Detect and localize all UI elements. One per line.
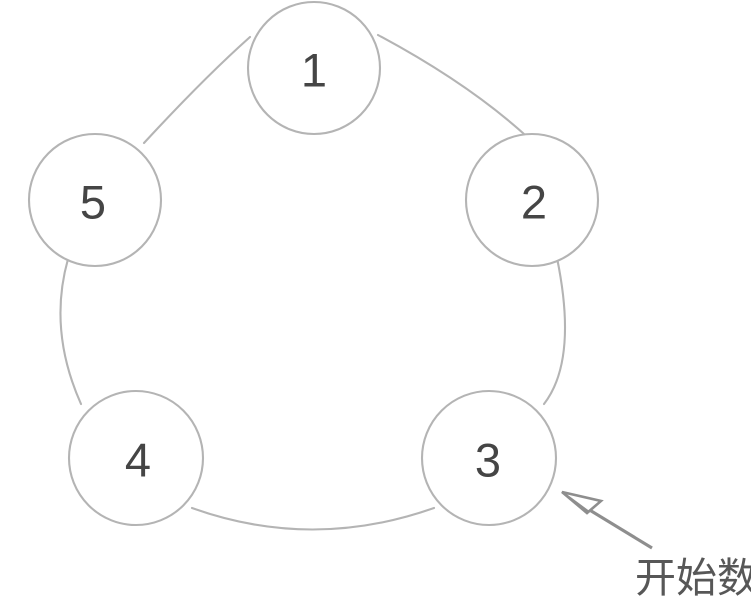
node-1[interactable]: 1 xyxy=(246,0,382,136)
node-3-label: 3 xyxy=(475,434,501,487)
node-1-circle[interactable] xyxy=(246,0,382,136)
node-4-circle[interactable] xyxy=(67,389,205,527)
node-2-label: 2 xyxy=(521,176,547,229)
start-annotation-label: 开始数 xyxy=(635,554,751,602)
link-4-5-arc xyxy=(59,257,83,406)
node-1-label: 1 xyxy=(301,44,327,97)
node-4[interactable]: 4 xyxy=(67,389,205,527)
node-3-circle[interactable] xyxy=(420,389,558,527)
arrow-head-crease xyxy=(561,491,590,513)
link-3-4-arc xyxy=(190,506,436,531)
node-5-label: 5 xyxy=(80,176,106,229)
link-group xyxy=(59,33,567,531)
node-3[interactable]: 3 xyxy=(420,389,558,527)
node-2-circle[interactable] xyxy=(464,132,600,268)
start-pointer-arrow xyxy=(561,490,653,550)
link-1-2-arc xyxy=(376,33,526,136)
node-4-label: 4 xyxy=(125,434,151,487)
arrow-shaft xyxy=(587,507,653,550)
node-5-circle[interactable] xyxy=(27,132,163,268)
node-5[interactable]: 5 xyxy=(27,132,163,268)
link-5-1-arc xyxy=(142,35,252,145)
link-2-3-arc xyxy=(542,256,567,406)
node-2[interactable]: 2 xyxy=(464,132,600,268)
